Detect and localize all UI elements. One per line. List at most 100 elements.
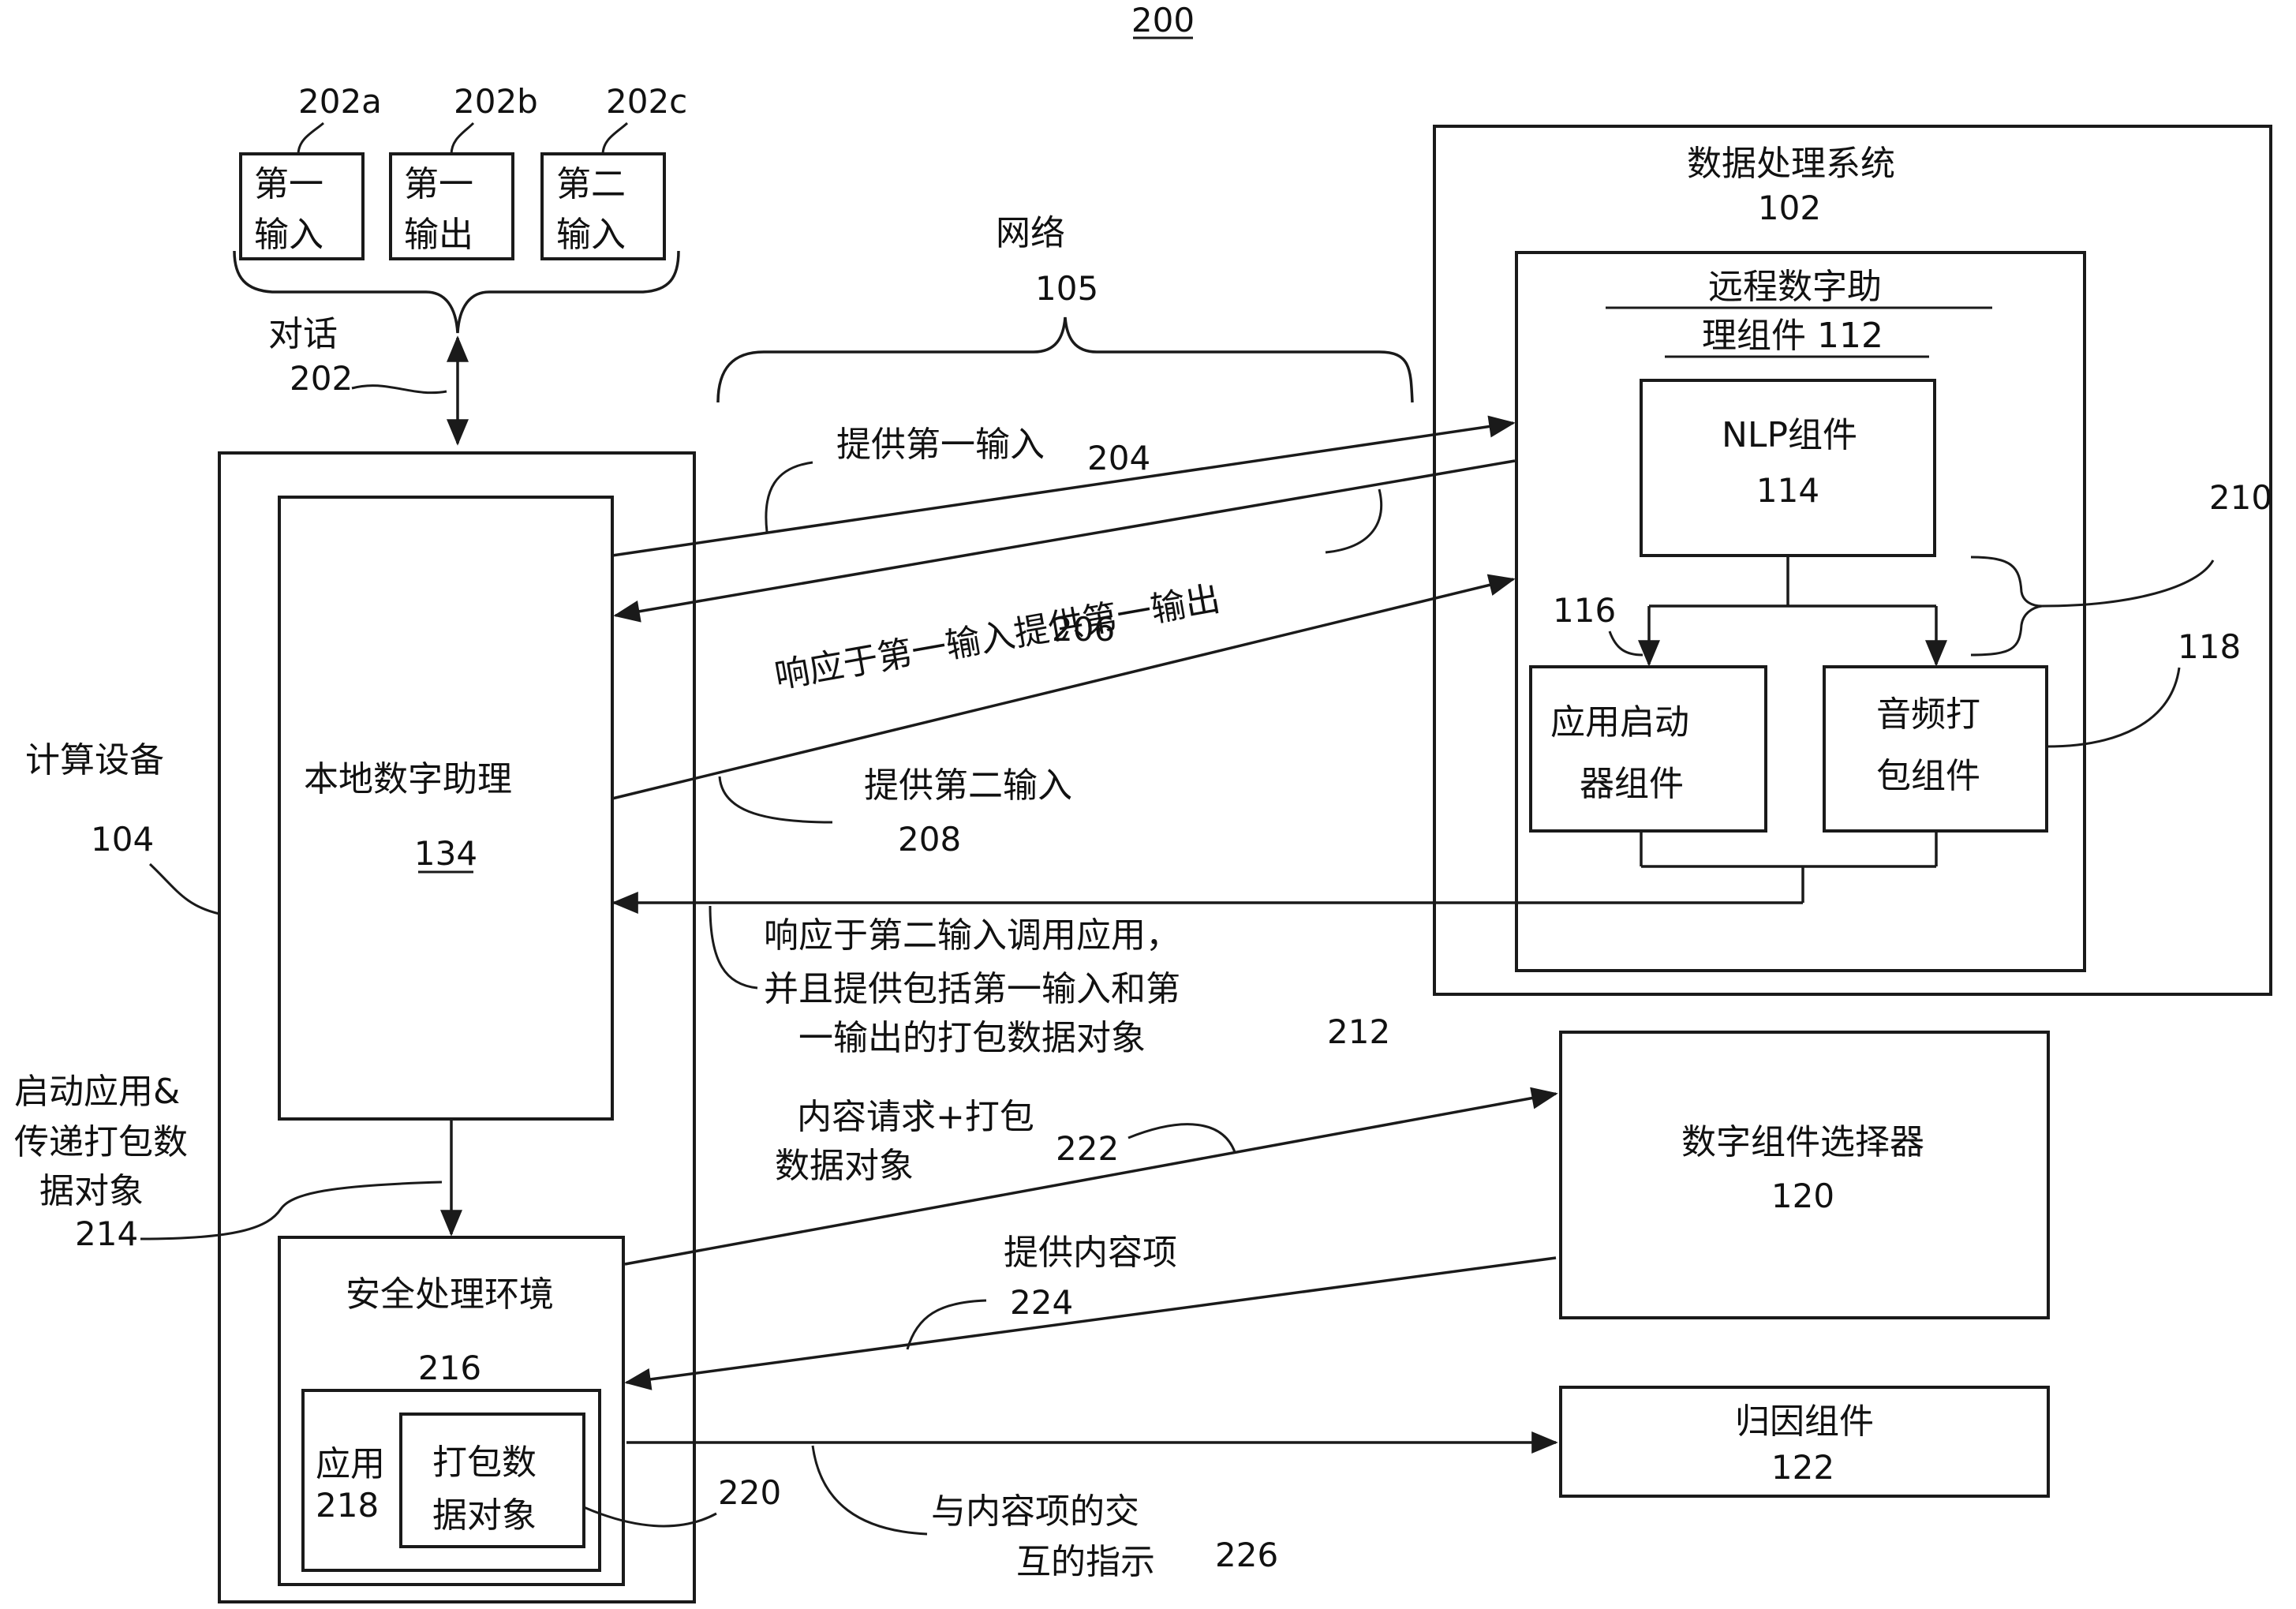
svg-text:输入: 输入: [556, 215, 626, 255]
svg-text:105: 105: [1035, 269, 1098, 308]
conversation-label: 对话 202: [268, 314, 447, 398]
svg-text:响应于第二输入调用应用，: 响应于第二输入调用应用，: [764, 915, 1180, 956]
svg-text:数据对象: 数据对象: [775, 1146, 914, 1186]
conversation-item-first-input: 第一 输入 202a: [239, 82, 382, 260]
svg-text:对话: 对话: [268, 314, 338, 354]
flow-204-arrow: [611, 415, 1516, 557]
local-digital-assistant: 本地数字助理 134: [278, 496, 614, 1121]
svg-text:122: 122: [1771, 1448, 1834, 1487]
conversation-items: 第一 输入 202a 第一 输出 202b 第二 输入 202c: [239, 82, 687, 260]
svg-text:216: 216: [418, 1349, 481, 1387]
svg-text:响应于第一输入提供第一输出: 响应于第一输入提供第一输出: [772, 578, 1223, 697]
svg-text:202: 202: [290, 359, 353, 398]
flow-204-label: 提供第一输入 204: [765, 425, 1150, 533]
svg-text:归因组件: 归因组件: [1735, 1401, 1874, 1442]
svg-text:120: 120: [1771, 1177, 1834, 1215]
svg-text:第一: 第一: [404, 164, 473, 204]
svg-text:安全处理环境: 安全处理环境: [346, 1274, 554, 1315]
svg-text:音频打: 音频打: [1876, 694, 1980, 735]
svg-text:据对象: 据对象: [39, 1171, 144, 1211]
remote-digital-assistant-component: 远程数字助 理组件 112: [1515, 251, 2086, 972]
svg-text:114: 114: [1756, 471, 1819, 510]
svg-text:远程数字助: 远程数字助: [1708, 267, 1882, 307]
svg-text:据对象: 据对象: [432, 1495, 537, 1536]
svg-text:传递打包数: 传递打包数: [14, 1122, 188, 1162]
svg-text:数据处理系统: 数据处理系统: [1687, 144, 1895, 184]
components-merge-connector: [1640, 831, 1938, 903]
svg-text:本地数字助理: 本地数字助理: [304, 759, 512, 799]
svg-text:计算设备: 计算设备: [25, 740, 164, 780]
svg-text:一输出的打包数据对象: 一输出的打包数据对象: [798, 1018, 1146, 1058]
svg-text:218: 218: [316, 1486, 379, 1525]
network-brace: [716, 316, 1414, 403]
nlp-branch-connector: [1638, 556, 1947, 667]
svg-text:212: 212: [1327, 1012, 1390, 1051]
flow-212-label: 响应于第二输入调用应用， 并且提供包括第一输入和第 一输出的打包数据对象 212: [709, 905, 1390, 1058]
svg-text:200: 200: [1131, 1, 1195, 39]
packaged-data-object: 打包数 据对象 220: [399, 1413, 781, 1548]
svg-text:224: 224: [1010, 1283, 1073, 1322]
application-launcher-component: 应用启动 器组件 116: [1529, 591, 1767, 833]
network-label: 网络 105: [996, 213, 1098, 308]
svg-text:内容请求+打包: 内容请求+打包: [797, 1097, 1034, 1137]
svg-text:118: 118: [2178, 627, 2241, 666]
svg-text:202c: 202c: [606, 82, 687, 121]
figure-number: 200: [1131, 1, 1195, 39]
flow-208-arrow: [611, 574, 1516, 800]
svg-text:206: 206: [1052, 610, 1115, 649]
conversation-item-first-output: 第一 输出 202b: [389, 82, 538, 260]
audio-packaging-component: 音频打 包组件 118: [1823, 627, 2241, 833]
group-brace-210: 210: [1970, 478, 2272, 657]
flow-208-label: 提供第二输入 208: [718, 765, 1072, 859]
flow-222-label: 内容请求+打包 数据对象 222: [775, 1097, 1236, 1186]
svg-text:输入: 输入: [254, 215, 323, 255]
svg-text:器组件: 器组件: [1580, 764, 1684, 804]
conversation-item-second-input: 第二 输入 202c: [540, 82, 687, 260]
svg-text:104: 104: [91, 820, 154, 859]
svg-text:包组件: 包组件: [1876, 756, 1980, 796]
svg-text:208: 208: [898, 820, 961, 859]
svg-text:第一: 第一: [254, 164, 323, 204]
digital-component-selector: 数字组件选择器 120: [1559, 1031, 2050, 1319]
flow-226-label: 与内容项的交 互的指示 226: [811, 1445, 1278, 1582]
svg-text:理组件 112: 理组件 112: [1702, 316, 1883, 356]
svg-text:互的指示: 互的指示: [1016, 1542, 1155, 1582]
computing-device-box: [218, 451, 696, 1603]
svg-text:222: 222: [1056, 1129, 1119, 1168]
svg-text:210: 210: [2209, 478, 2272, 517]
flow-214-label: 启动应用& 传递打包数 据对象 214: [14, 1072, 443, 1253]
svg-text:134: 134: [414, 834, 477, 873]
svg-text:提供第二输入: 提供第二输入: [864, 765, 1072, 806]
svg-text:116: 116: [1553, 591, 1616, 630]
svg-text:提供内容项: 提供内容项: [1004, 1233, 1177, 1273]
svg-text:数字组件选择器: 数字组件选择器: [1681, 1122, 1924, 1162]
nlp-component: NLP组件 114: [1640, 379, 1936, 557]
svg-text:启动应用&: 启动应用&: [14, 1072, 180, 1112]
svg-text:第二: 第二: [556, 164, 626, 204]
flow-224-arrow: [624, 1256, 1557, 1390]
svg-text:并且提供包括第一输入和第: 并且提供包括第一输入和第: [764, 969, 1180, 1009]
attribution-component: 归因组件 122: [1559, 1386, 2050, 1498]
application-box: 应用 218: [301, 1389, 601, 1572]
flow-206-label: 响应于第一输入提供第一输出 206: [772, 488, 1383, 697]
flow-224-label: 提供内容项 224: [906, 1233, 1177, 1350]
svg-text:214: 214: [75, 1214, 138, 1253]
svg-text:应用: 应用: [316, 1444, 385, 1484]
data-processing-system: 数据处理系统 102: [1433, 125, 2272, 996]
svg-text:输出: 输出: [404, 215, 473, 255]
svg-text:提供第一输入: 提供第一输入: [836, 425, 1045, 465]
svg-text:202b: 202b: [454, 82, 538, 121]
svg-text:226: 226: [1215, 1536, 1278, 1574]
svg-text:202a: 202a: [298, 82, 382, 121]
svg-text:NLP组件: NLP组件: [1722, 415, 1857, 455]
flow-206-arrow: [613, 459, 1516, 623]
computing-device-label: 计算设备 104: [25, 740, 220, 915]
flow-222-arrow: [624, 1087, 1558, 1266]
svg-text:打包数: 打包数: [432, 1442, 537, 1483]
svg-text:与内容项的交: 与内容项的交: [931, 1491, 1139, 1532]
conversation-brace: [233, 250, 680, 334]
secure-processing-environment: 安全处理环境 216: [278, 1236, 625, 1586]
svg-text:102: 102: [1758, 189, 1821, 227]
svg-text:220: 220: [718, 1473, 781, 1512]
